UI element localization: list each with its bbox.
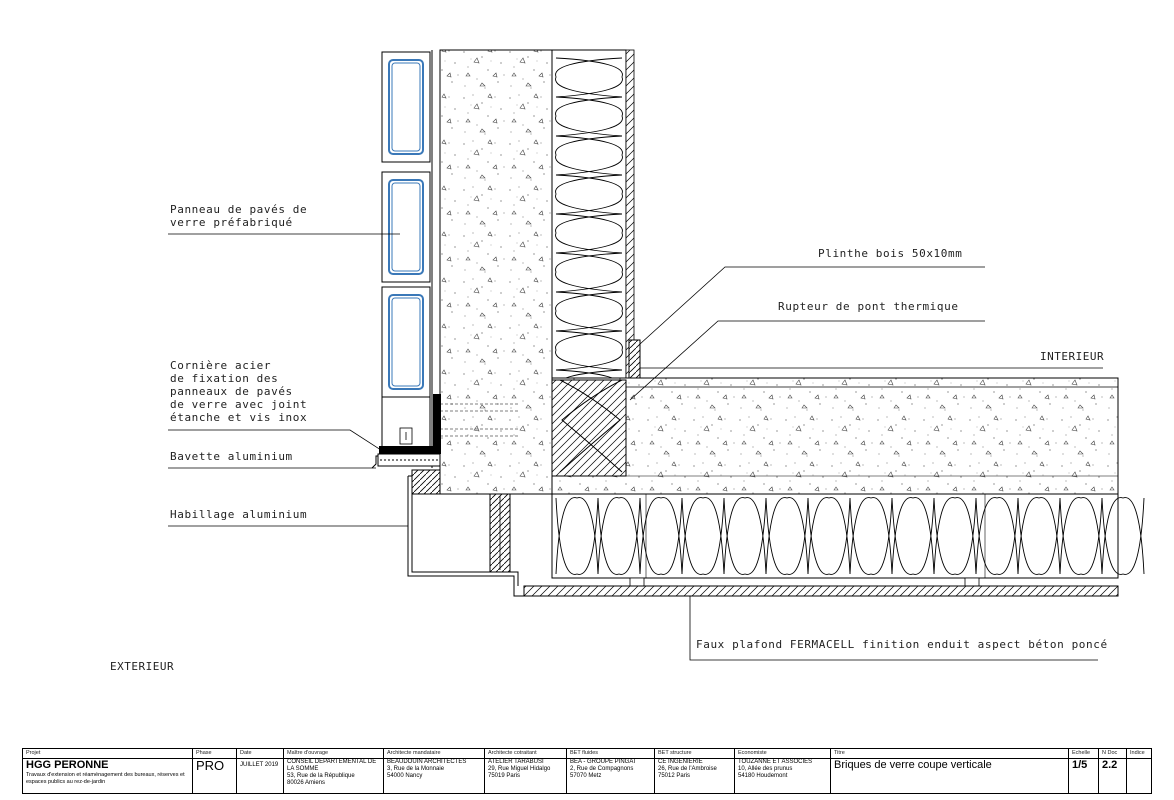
label-thermal-break: Rupteur de pont thermique — [778, 300, 959, 313]
hdr-phase: Phase — [193, 750, 236, 759]
architecte-mandataire-address: 3, Rue de la Monnaie — [387, 766, 445, 772]
hdr-bet-structure: BET structure — [655, 750, 734, 759]
phase-value: PRO — [196, 758, 225, 773]
glass-block — [381, 171, 431, 283]
bet-structure-name: CE INGENIERIE — [658, 759, 703, 765]
bet-structure-address: 26, Rue de l'Ambroise — [658, 766, 717, 772]
bet-structure-city: 75012 Paris — [658, 773, 691, 779]
glass-block — [381, 286, 431, 398]
economiste-name: TOUZANNE ET ASSOCIES — [738, 759, 813, 765]
cell-date: Date JUILLET 2019 — [237, 749, 284, 793]
interior-lining — [625, 49, 635, 379]
glass-block — [381, 51, 431, 163]
section-drawing — [168, 49, 1145, 661]
project-description: Travaux d'extension et réaménagement des… — [26, 772, 185, 785]
hdr-date: Date — [237, 750, 283, 759]
architecte-cotraitant-address: 29, Rue Miguel Hidalgo — [488, 766, 551, 772]
scale-value: 1/5 — [1072, 759, 1088, 771]
title-block: Projet HGG PERONNE Travaux d'extension e… — [22, 748, 1152, 794]
economiste-city: 54180 Houdemont — [738, 773, 788, 779]
hdr-maitre-ouvrage: Maître d'ouvrage — [284, 750, 383, 759]
doc-number: 2.2 — [1102, 759, 1118, 771]
maitre-ouvrage-city: 80026 Amiens — [287, 780, 326, 786]
leader-lines — [168, 233, 1103, 661]
bet-fluides-city: 57070 Metz — [570, 773, 602, 779]
hdr-economiste: Economiste — [735, 750, 830, 759]
anchor-bolts — [440, 403, 520, 437]
hdr-architecte-mandataire: Architecte mandataire — [384, 750, 484, 759]
cell-bet-structure: BET structure CE INGENIERIE 26, Rue de l… — [655, 749, 735, 793]
architecte-cotraitant-name: ATELIER TARABUSI — [488, 759, 544, 765]
skirting-board — [628, 339, 641, 379]
drawing-title: Briques de verre coupe verticale — [834, 759, 992, 771]
ceiling-insulation-pattern — [555, 497, 1145, 575]
label-false-ceiling: Faux plafond FERMACELL finition enduit a… — [696, 638, 1108, 651]
hdr-echelle: Echelle — [1069, 750, 1098, 759]
cell-echelle: Echelle 1/5 — [1069, 749, 1099, 793]
architecte-mandataire-city: 54000 Nancy — [387, 773, 423, 779]
steel-angle — [379, 394, 441, 454]
cell-titre: Titre Briques de verre coupe verticale — [831, 749, 1069, 793]
hdr-ndoc: N Doc — [1099, 750, 1126, 759]
hdr-architecte-cotraitant: Architecte cotraitant — [485, 750, 566, 759]
cell-architecte-cotraitant: Architecte cotraitant ATELIER TARABUSI 2… — [485, 749, 567, 793]
hdr-titre: Titre — [831, 750, 1068, 759]
label-flashing: Bavette aluminium — [170, 450, 293, 463]
glass-block-panel — [381, 51, 431, 448]
bet-fluides-name: BEA - GROUPE PINGAT — [570, 759, 637, 765]
hdr-bet-fluides: BET fluides — [567, 750, 654, 759]
concrete-wall — [439, 49, 553, 495]
label-glass-panel: Panneau de pavés de verre préfabriqué — [170, 203, 308, 229]
economiste-address: 10, Allée des prunus — [738, 766, 793, 772]
hdr-indice: Indice — [1127, 750, 1151, 759]
date-value: JUILLET 2019 — [240, 762, 279, 768]
cell-architecte-mandataire: Architecte mandataire BEAUDOUIN ARCHITEC… — [384, 749, 485, 793]
concrete-slab — [551, 377, 1119, 495]
wall-insulation — [551, 49, 627, 381]
aluminium-flashing — [371, 453, 441, 469]
label-cladding: Habillage aluminium — [170, 508, 308, 521]
maitre-ouvrage-address: 53, Rue de la République — [287, 773, 355, 779]
wall-insulation-pattern — [555, 57, 623, 410]
false-ceiling — [523, 585, 1119, 597]
label-interior: INTERIEUR — [1040, 350, 1105, 363]
maitre-ouvrage-name: CONSEIL DEPARTEMENTAL DE LA SOMME — [287, 759, 377, 772]
cell-bet-fluides: BET fluides BEA - GROUPE PINGAT 2, Rue d… — [567, 749, 655, 793]
label-exterior: EXTERIEUR — [110, 660, 175, 673]
label-skirting: Plinthe bois 50x10mm — [818, 247, 963, 260]
project-name: HGG PERONNE — [26, 759, 109, 771]
cell-projet: Projet HGG PERONNE Travaux d'extension e… — [23, 749, 193, 793]
cell-economiste: Economiste TOUZANNE ET ASSOCIES 10, Allé… — [735, 749, 831, 793]
cell-indice: Indice — [1127, 749, 1151, 793]
bet-fluides-address: 2, Rue de Compagnons — [570, 766, 634, 772]
cell-maitre-ouvrage: Maître d'ouvrage CONSEIL DEPARTEMENTAL D… — [284, 749, 384, 793]
label-steel-angle: Cornière acier de fixation des panneaux … — [170, 359, 308, 424]
thermal-break — [551, 379, 627, 477]
hdr-projet: Projet — [23, 750, 192, 759]
architecte-cotraitant-city: 75019 Paris — [488, 773, 521, 779]
cell-ndoc: N Doc 2.2 — [1099, 749, 1127, 793]
ceiling-insulation — [551, 493, 1119, 579]
cell-phase: Phase PRO — [193, 749, 237, 793]
architecte-mandataire-name: BEAUDOUIN ARCHITECTES — [387, 759, 467, 765]
